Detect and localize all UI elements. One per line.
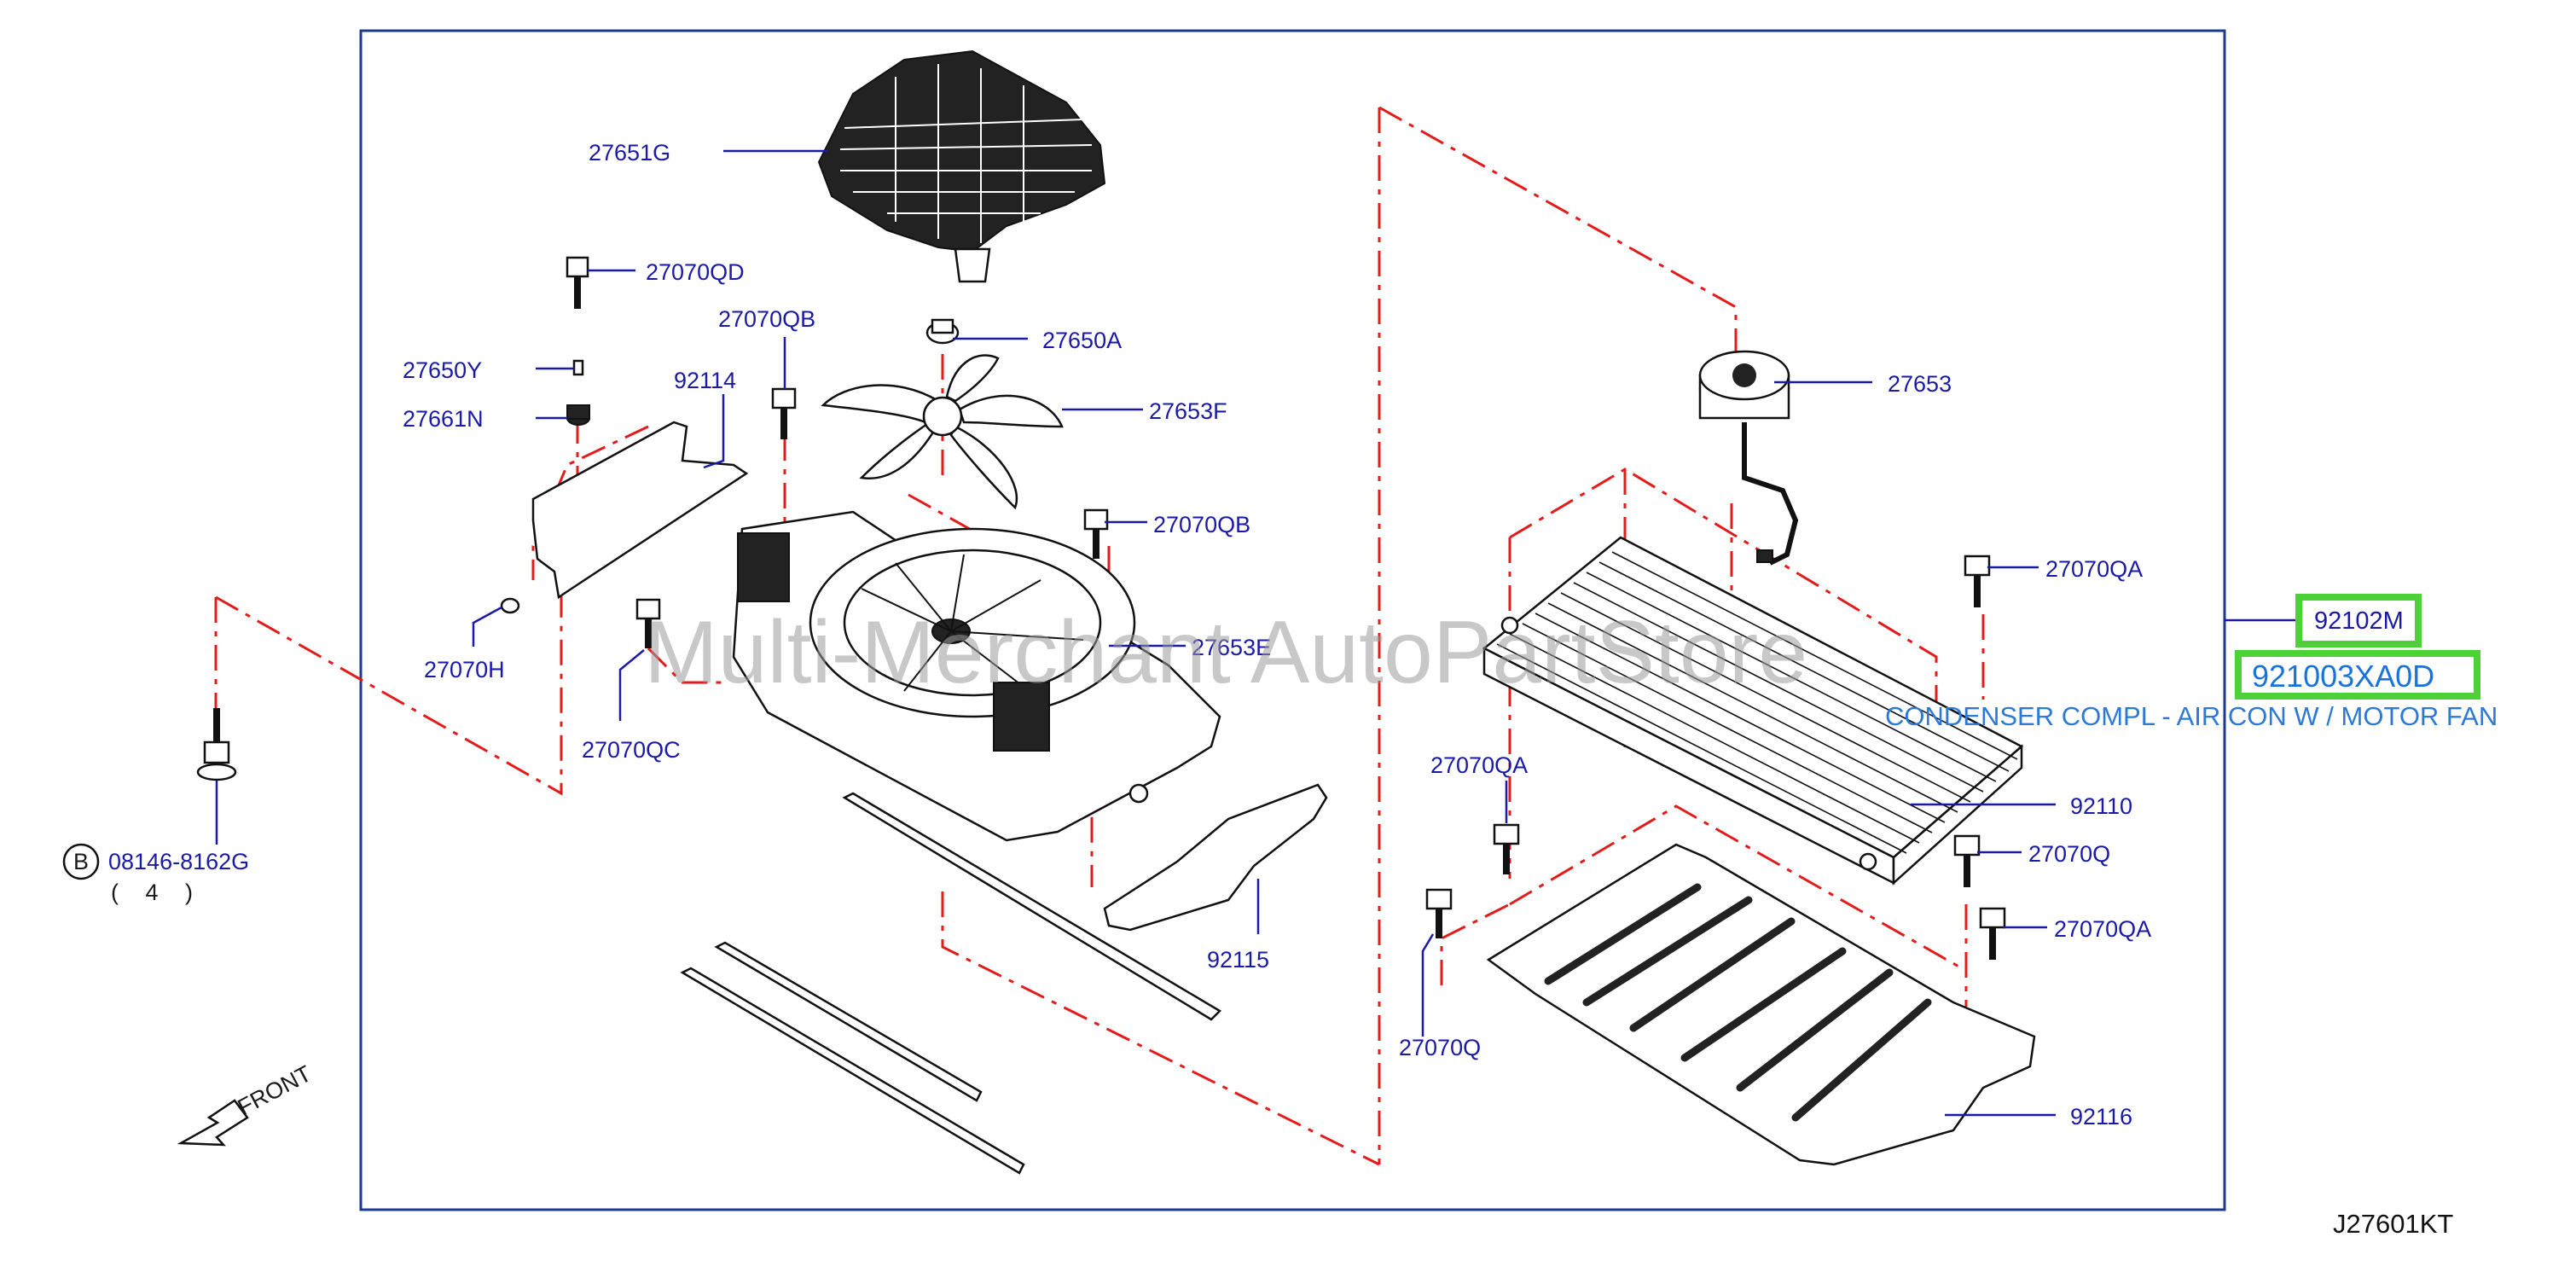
bolt-27070qb-b bbox=[1083, 508, 1109, 559]
callout-27653e: 27653E bbox=[1192, 635, 1271, 660]
callout-27070qb-b: 27070QB bbox=[1153, 512, 1250, 537]
bolt-ref-part: 08146-8162G bbox=[108, 849, 249, 874]
callout-27070qd: 27070QD bbox=[646, 259, 745, 285]
bolt-ref-quantity: ( 4 ) bbox=[111, 880, 203, 905]
bolt-08146-8162g bbox=[196, 708, 237, 781]
under-cover-92116 bbox=[1486, 843, 2036, 1166]
front-arrow-icon bbox=[177, 1099, 249, 1147]
condenser-92110 bbox=[1482, 536, 2024, 886]
fan-blade-27653f bbox=[821, 354, 1064, 510]
callout-27070qb-a: 27070QB bbox=[718, 306, 815, 332]
callout-27070h: 27070H bbox=[424, 657, 505, 682]
marker-b-circle bbox=[62, 843, 100, 880]
callout-labels: 27651G 27070QD 27070QB 27650A 27650Y 921… bbox=[403, 140, 2151, 1130]
bracket-92114 bbox=[531, 421, 749, 600]
callout-27651g: 27651G bbox=[589, 140, 670, 166]
bolt-27070qc bbox=[635, 598, 661, 648]
part-description: CONDENSER COMPL - AIR CON W / MOTOR FAN bbox=[1885, 701, 2498, 731]
leader-lines bbox=[215, 149, 2299, 1117]
callout-92110: 92110 bbox=[2070, 793, 2132, 819]
bolt-27661n bbox=[566, 404, 590, 426]
bolt-reference: B 08146-8162G ( 4 ) bbox=[62, 843, 249, 905]
fan-shroud-27651g bbox=[817, 49, 1106, 283]
bolt-27650y bbox=[572, 359, 584, 376]
selected-part-box bbox=[2235, 650, 2480, 700]
selected-part-number: 921003XA0D bbox=[2252, 659, 2434, 694]
marker-b: B bbox=[73, 849, 89, 874]
callout-27070qc: 27070QC bbox=[582, 737, 681, 763]
bolt-27070q-a bbox=[1953, 834, 1981, 887]
bolt-27070qa-c bbox=[1979, 907, 2006, 960]
assembly-label: 92102M bbox=[2314, 607, 2404, 635]
bolts-right bbox=[1425, 555, 2006, 960]
bracket-92115 bbox=[1103, 783, 1328, 932]
fan-motor-27653 bbox=[1698, 350, 1799, 566]
bolts-left bbox=[196, 256, 1109, 781]
assembly-highlight-box bbox=[2295, 594, 2422, 648]
callout-92116: 92116 bbox=[2070, 1104, 2132, 1130]
fan-frame bbox=[732, 510, 1221, 842]
callout-27070qa-a: 27070QA bbox=[2045, 556, 2143, 582]
nut-27650a bbox=[925, 318, 960, 345]
callout-92115: 92115 bbox=[1207, 947, 1269, 973]
bolt-27070qa-a bbox=[1964, 555, 1991, 607]
front-label: FRONT bbox=[234, 1060, 316, 1120]
callout-27650y: 27650Y bbox=[403, 357, 482, 383]
callout-27070q-b: 27070Q bbox=[1399, 1035, 1481, 1060]
bolt-27070qa-b bbox=[1493, 823, 1520, 874]
bolt-27070q-b bbox=[1425, 888, 1453, 938]
front-indicator: FRONT bbox=[177, 1060, 316, 1147]
highlight-panel: 92102M 921003XA0D CONDENSER COMPL - AIR … bbox=[1885, 594, 2498, 731]
callout-27070qa-c: 27070QA bbox=[2054, 916, 2151, 942]
callout-92114: 92114 bbox=[674, 368, 736, 393]
watermark: Multi-Merchant AutoPartStore bbox=[644, 603, 1807, 702]
bolt-27070qd bbox=[566, 256, 589, 309]
lower-straps bbox=[680, 792, 1222, 1175]
callout-27070qa-b: 27070QA bbox=[1430, 752, 1528, 778]
diagram-code: J27601KT bbox=[2333, 1209, 2453, 1239]
callout-27650a: 27650A bbox=[1042, 328, 1122, 353]
callout-27070q-a: 27070Q bbox=[2028, 841, 2110, 867]
callout-27653: 27653 bbox=[1888, 371, 1952, 397]
bolt-27070qb-a bbox=[771, 387, 797, 439]
callout-27653f: 27653F bbox=[1149, 398, 1227, 424]
callout-27661n: 27661N bbox=[403, 406, 484, 432]
bolt-27070h bbox=[500, 597, 520, 614]
